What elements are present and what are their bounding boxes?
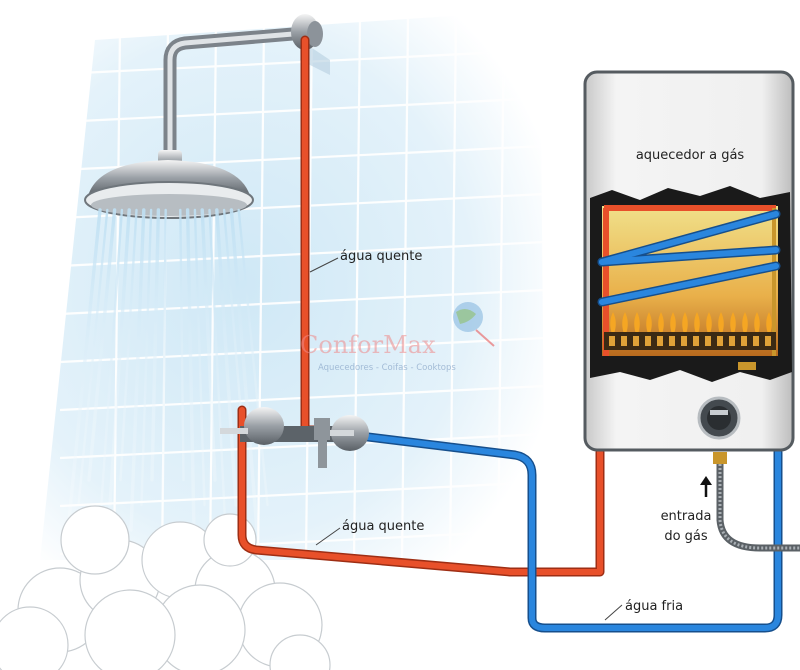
watermark-tagline: Aquecedores - Coifas - Cooktops bbox=[318, 363, 456, 373]
burner-flames bbox=[610, 312, 772, 334]
cold-water-pipe bbox=[355, 431, 783, 633]
label-heater: aquecedor a gás bbox=[636, 148, 745, 163]
mixer-valve bbox=[220, 407, 369, 468]
watermark: ConforMax Aquecedores - Coifas - Cooktop… bbox=[300, 302, 495, 373]
shower-arm bbox=[163, 14, 323, 165]
gas-heater bbox=[583, 70, 795, 452]
label-hot-water-top: água quente bbox=[340, 249, 422, 264]
up-arrow-icon bbox=[700, 476, 712, 497]
label-gas-inlet-line2: do gás bbox=[664, 529, 708, 544]
gas-hose bbox=[713, 452, 800, 552]
steam-clouds bbox=[0, 505, 331, 670]
label-gas-inlet-line1: entrada bbox=[661, 509, 712, 524]
watermark-brand: ConforMax bbox=[300, 331, 436, 359]
water-streams bbox=[66, 208, 269, 532]
shower-head bbox=[84, 150, 254, 219]
label-hot-water-bottom: água quente bbox=[342, 519, 424, 534]
diagram-labels: aquecedor a gás água quente água quente … bbox=[309, 148, 745, 621]
label-cold-water: água fria bbox=[625, 599, 683, 614]
